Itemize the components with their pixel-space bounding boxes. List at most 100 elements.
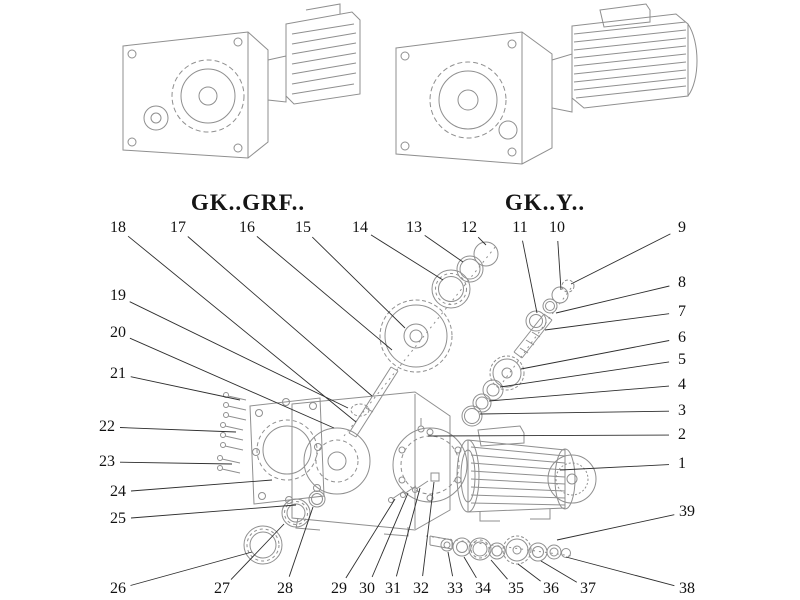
leader-line-part-38	[565, 556, 675, 587]
part-number-22: 22	[98, 418, 116, 435]
part-number-21: 21	[109, 365, 127, 382]
leader-line-part-15	[311, 236, 406, 329]
leader-line-part-8	[555, 285, 670, 314]
part-number-39: 39	[678, 503, 696, 520]
part-number-25: 25	[109, 510, 127, 527]
part-number-33: 33	[446, 580, 464, 597]
part-number-7: 7	[677, 303, 687, 320]
part-number-12: 12	[460, 219, 478, 236]
part-number-28: 28	[276, 580, 294, 597]
leader-line-part-28	[288, 506, 314, 577]
leader-line-part-7	[544, 313, 670, 331]
leader-line-part-14	[370, 234, 444, 281]
part-number-29: 29	[330, 580, 348, 597]
model-label-gk-grf: GK..GRF..	[190, 190, 306, 215]
part-number-13: 13	[405, 219, 423, 236]
leader-line-part-24	[130, 479, 273, 492]
assembled-view-gk-y	[396, 4, 697, 164]
leader-line-part-26	[130, 551, 253, 586]
input-gear-stack	[344, 242, 498, 437]
part-number-23: 23	[98, 453, 116, 470]
leader-line-part-3	[479, 410, 670, 415]
leader-line-part-18	[127, 235, 357, 423]
leader-line-part-25	[130, 504, 297, 519]
leader-line-part-17	[187, 236, 373, 397]
leader-line-part-30	[371, 492, 409, 578]
leader-line-part-4	[488, 385, 670, 402]
leader-line-part-12	[477, 236, 487, 246]
part-number-32: 32	[412, 580, 430, 597]
leader-line-part-29	[345, 498, 396, 579]
part-number-20: 20	[109, 324, 127, 341]
leader-line-part-13	[424, 235, 464, 263]
leader-line-part-22	[119, 427, 237, 433]
key-block	[431, 473, 439, 481]
leader-line-part-31	[395, 487, 421, 577]
part-number-4: 4	[677, 376, 687, 393]
bevel-gear	[490, 356, 524, 390]
leader-line-part-6	[520, 340, 670, 370]
snap-ring	[562, 280, 574, 292]
model-label-gk-y: GK..Y..	[504, 190, 586, 215]
terminal-box	[478, 426, 524, 446]
leader-line-part-1	[559, 464, 670, 471]
leader-line-part-20	[129, 337, 335, 429]
leader-line-part-35	[490, 559, 508, 580]
leader-line-part-19	[129, 301, 349, 409]
leader-line-part-27	[230, 523, 285, 580]
large-gear	[380, 300, 452, 372]
part-number-1: 1	[677, 455, 687, 472]
motor-assembly	[457, 426, 596, 521]
part-number-17: 17	[169, 219, 187, 236]
input-flange-plate	[250, 398, 324, 504]
leader-line-part-33	[447, 551, 454, 577]
part-number-11: 11	[511, 219, 529, 236]
part-number-8: 8	[677, 274, 687, 291]
output-bearings	[244, 491, 325, 564]
flange-bolts	[389, 473, 440, 503]
part-number-38: 38	[678, 580, 696, 597]
part-number-27: 27	[213, 580, 231, 597]
part-number-36: 36	[542, 580, 560, 597]
part-number-9: 9	[677, 219, 687, 236]
part-number-15: 15	[294, 219, 312, 236]
part-number-30: 30	[358, 580, 376, 597]
pinion-shaft-stack	[462, 280, 574, 426]
leader-line-part-21	[130, 376, 241, 401]
leader-line-part-34	[463, 556, 477, 579]
part-number-26: 26	[109, 580, 127, 597]
output-shaft-assembly	[426, 536, 572, 564]
part-number-10: 10	[548, 219, 566, 236]
leader-line-part-10	[557, 240, 562, 291]
leader-line-part-2	[427, 434, 670, 437]
leader-lines	[119, 233, 675, 587]
part-number-16: 16	[238, 219, 256, 236]
motor-fan-cover	[548, 455, 596, 503]
part-number-2: 2	[677, 426, 687, 443]
part-number-24: 24	[109, 483, 127, 500]
leader-line-part-37	[540, 560, 578, 583]
assembled-view-gk-grf	[123, 4, 360, 158]
part-number-18: 18	[109, 219, 127, 236]
leader-line-part-16	[256, 236, 393, 351]
exploded-housing	[292, 392, 467, 536]
leader-line-part-9	[570, 233, 671, 285]
small-gear	[503, 536, 531, 564]
leader-line-part-23	[119, 461, 233, 465]
input-bearing	[432, 270, 470, 308]
part-number-6: 6	[677, 329, 687, 346]
part-number-3: 3	[677, 402, 687, 419]
leader-line-part-32	[422, 481, 435, 577]
mounting-screws	[218, 393, 247, 474]
part-number-31: 31	[384, 580, 402, 597]
leader-line-part-11	[522, 240, 538, 314]
part-number-35: 35	[507, 580, 525, 597]
leader-line-part-5	[499, 361, 670, 388]
part-number-34: 34	[474, 580, 492, 597]
part-number-37: 37	[579, 580, 597, 597]
part-number-19: 19	[109, 287, 127, 304]
leader-line-part-39	[556, 514, 675, 541]
part-number-14: 14	[351, 219, 369, 236]
